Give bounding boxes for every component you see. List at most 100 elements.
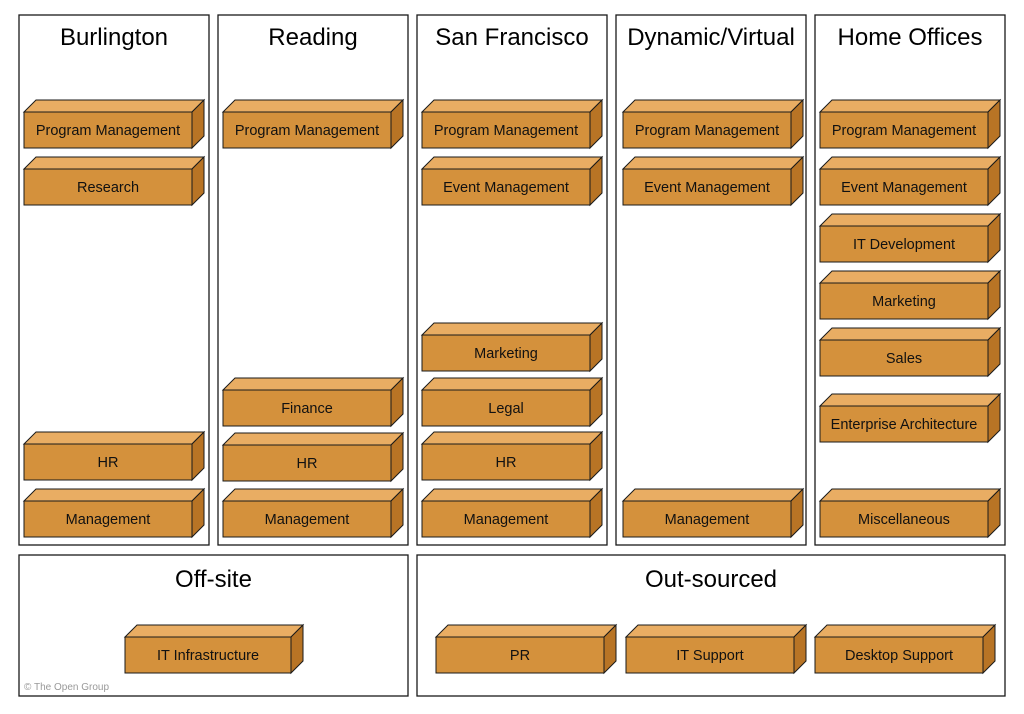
box-front-face	[819, 339, 989, 377]
box-top-face	[221, 99, 405, 113]
box-label: IT Infrastructure	[157, 648, 259, 664]
unit-box-marketing: Marketing	[420, 321, 604, 373]
unit-box-management: Management	[22, 487, 206, 539]
box-top-face	[420, 488, 604, 502]
box-top-face	[818, 488, 1002, 502]
unit-box-finance: Finance	[221, 376, 405, 428]
box-front-face	[622, 500, 792, 538]
box-label: IT Support	[676, 648, 743, 664]
unit-box-hr: HR	[221, 431, 405, 483]
unit-box-enterprise-architecture: Enterprise Architecture	[818, 392, 1002, 444]
box-label: HR	[496, 455, 517, 471]
box-front-face	[435, 636, 605, 674]
box-label: Program Management	[235, 123, 379, 139]
box-label: Program Management	[635, 123, 779, 139]
box-front-face	[222, 389, 392, 427]
unit-box-it-infrastructure: IT Infrastructure	[123, 623, 305, 675]
unit-box-management: Management	[621, 487, 805, 539]
box-top-face	[22, 156, 206, 170]
box-label: Program Management	[36, 123, 180, 139]
box-front-face	[23, 111, 193, 149]
box-label: Program Management	[434, 123, 578, 139]
box-label: IT Development	[853, 237, 955, 253]
unit-box-it-support: IT Support	[624, 623, 808, 675]
box-top-face	[420, 99, 604, 113]
panel-title: Reading	[268, 24, 357, 51]
unit-box-research: Research	[22, 155, 206, 207]
copyright-notice: © The Open Group	[24, 682, 109, 693]
box-top-face	[813, 624, 997, 638]
unit-box-event-management: Event Management	[818, 155, 1002, 207]
box-front-face	[819, 225, 989, 263]
box-label: Management	[265, 512, 350, 528]
unit-box-miscellaneous: Miscellaneous	[818, 487, 1002, 539]
box-front-face	[622, 111, 792, 149]
box-top-face	[420, 431, 604, 445]
box-top-face	[22, 488, 206, 502]
unit-box-sales: Sales	[818, 326, 1002, 378]
box-label: Management	[464, 512, 549, 528]
box-front-face	[622, 168, 792, 206]
box-top-face	[818, 156, 1002, 170]
box-top-face	[221, 432, 405, 446]
panel-title: Home Offices	[838, 24, 983, 51]
box-label: Desktop Support	[845, 648, 953, 664]
box-label: Management	[665, 512, 750, 528]
box-label: Legal	[488, 401, 523, 417]
box-front-face	[819, 500, 989, 538]
box-top-face	[420, 156, 604, 170]
box-top-face	[818, 393, 1002, 407]
box-top-face	[221, 377, 405, 391]
panel-title: San Francisco	[435, 24, 588, 51]
box-label: Finance	[281, 401, 333, 417]
box-front-face	[819, 282, 989, 320]
box-label: Event Management	[644, 180, 770, 196]
box-label: Management	[66, 512, 151, 528]
unit-box-event-management: Event Management	[420, 155, 604, 207]
box-top-face	[420, 377, 604, 391]
box-top-face	[818, 270, 1002, 284]
unit-box-program-management: Program Management	[818, 98, 1002, 150]
box-front-face	[819, 111, 989, 149]
box-front-face	[421, 443, 591, 481]
box-label: Marketing	[474, 346, 538, 362]
unit-box-program-management: Program Management	[221, 98, 405, 150]
box-front-face	[814, 636, 984, 674]
box-front-face	[421, 111, 591, 149]
box-label: Event Management	[443, 180, 569, 196]
panel-frame	[615, 14, 807, 546]
box-top-face	[123, 624, 305, 638]
panel-title: Dynamic/Virtual	[627, 24, 795, 51]
box-top-face	[624, 624, 808, 638]
box-front-face	[421, 168, 591, 206]
unit-box-marketing: Marketing	[818, 269, 1002, 321]
box-label: Research	[77, 180, 139, 196]
unit-box-program-management: Program Management	[420, 98, 604, 150]
box-label: HR	[98, 455, 119, 471]
box-front-face	[421, 334, 591, 372]
box-front-face	[819, 168, 989, 206]
box-top-face	[818, 99, 1002, 113]
unit-box-legal: Legal	[420, 376, 604, 428]
box-front-face	[625, 636, 795, 674]
panel-title: Burlington	[60, 24, 168, 51]
box-top-face	[818, 327, 1002, 341]
box-top-face	[621, 488, 805, 502]
unit-box-hr: HR	[22, 430, 206, 482]
box-front-face	[819, 405, 989, 443]
box-label: HR	[297, 456, 318, 472]
box-front-face	[222, 111, 392, 149]
panel-title: Out-sourced	[645, 566, 777, 593]
box-front-face	[421, 500, 591, 538]
box-front-face	[23, 443, 193, 481]
box-label: Marketing	[872, 294, 936, 310]
box-front-face	[124, 636, 292, 674]
